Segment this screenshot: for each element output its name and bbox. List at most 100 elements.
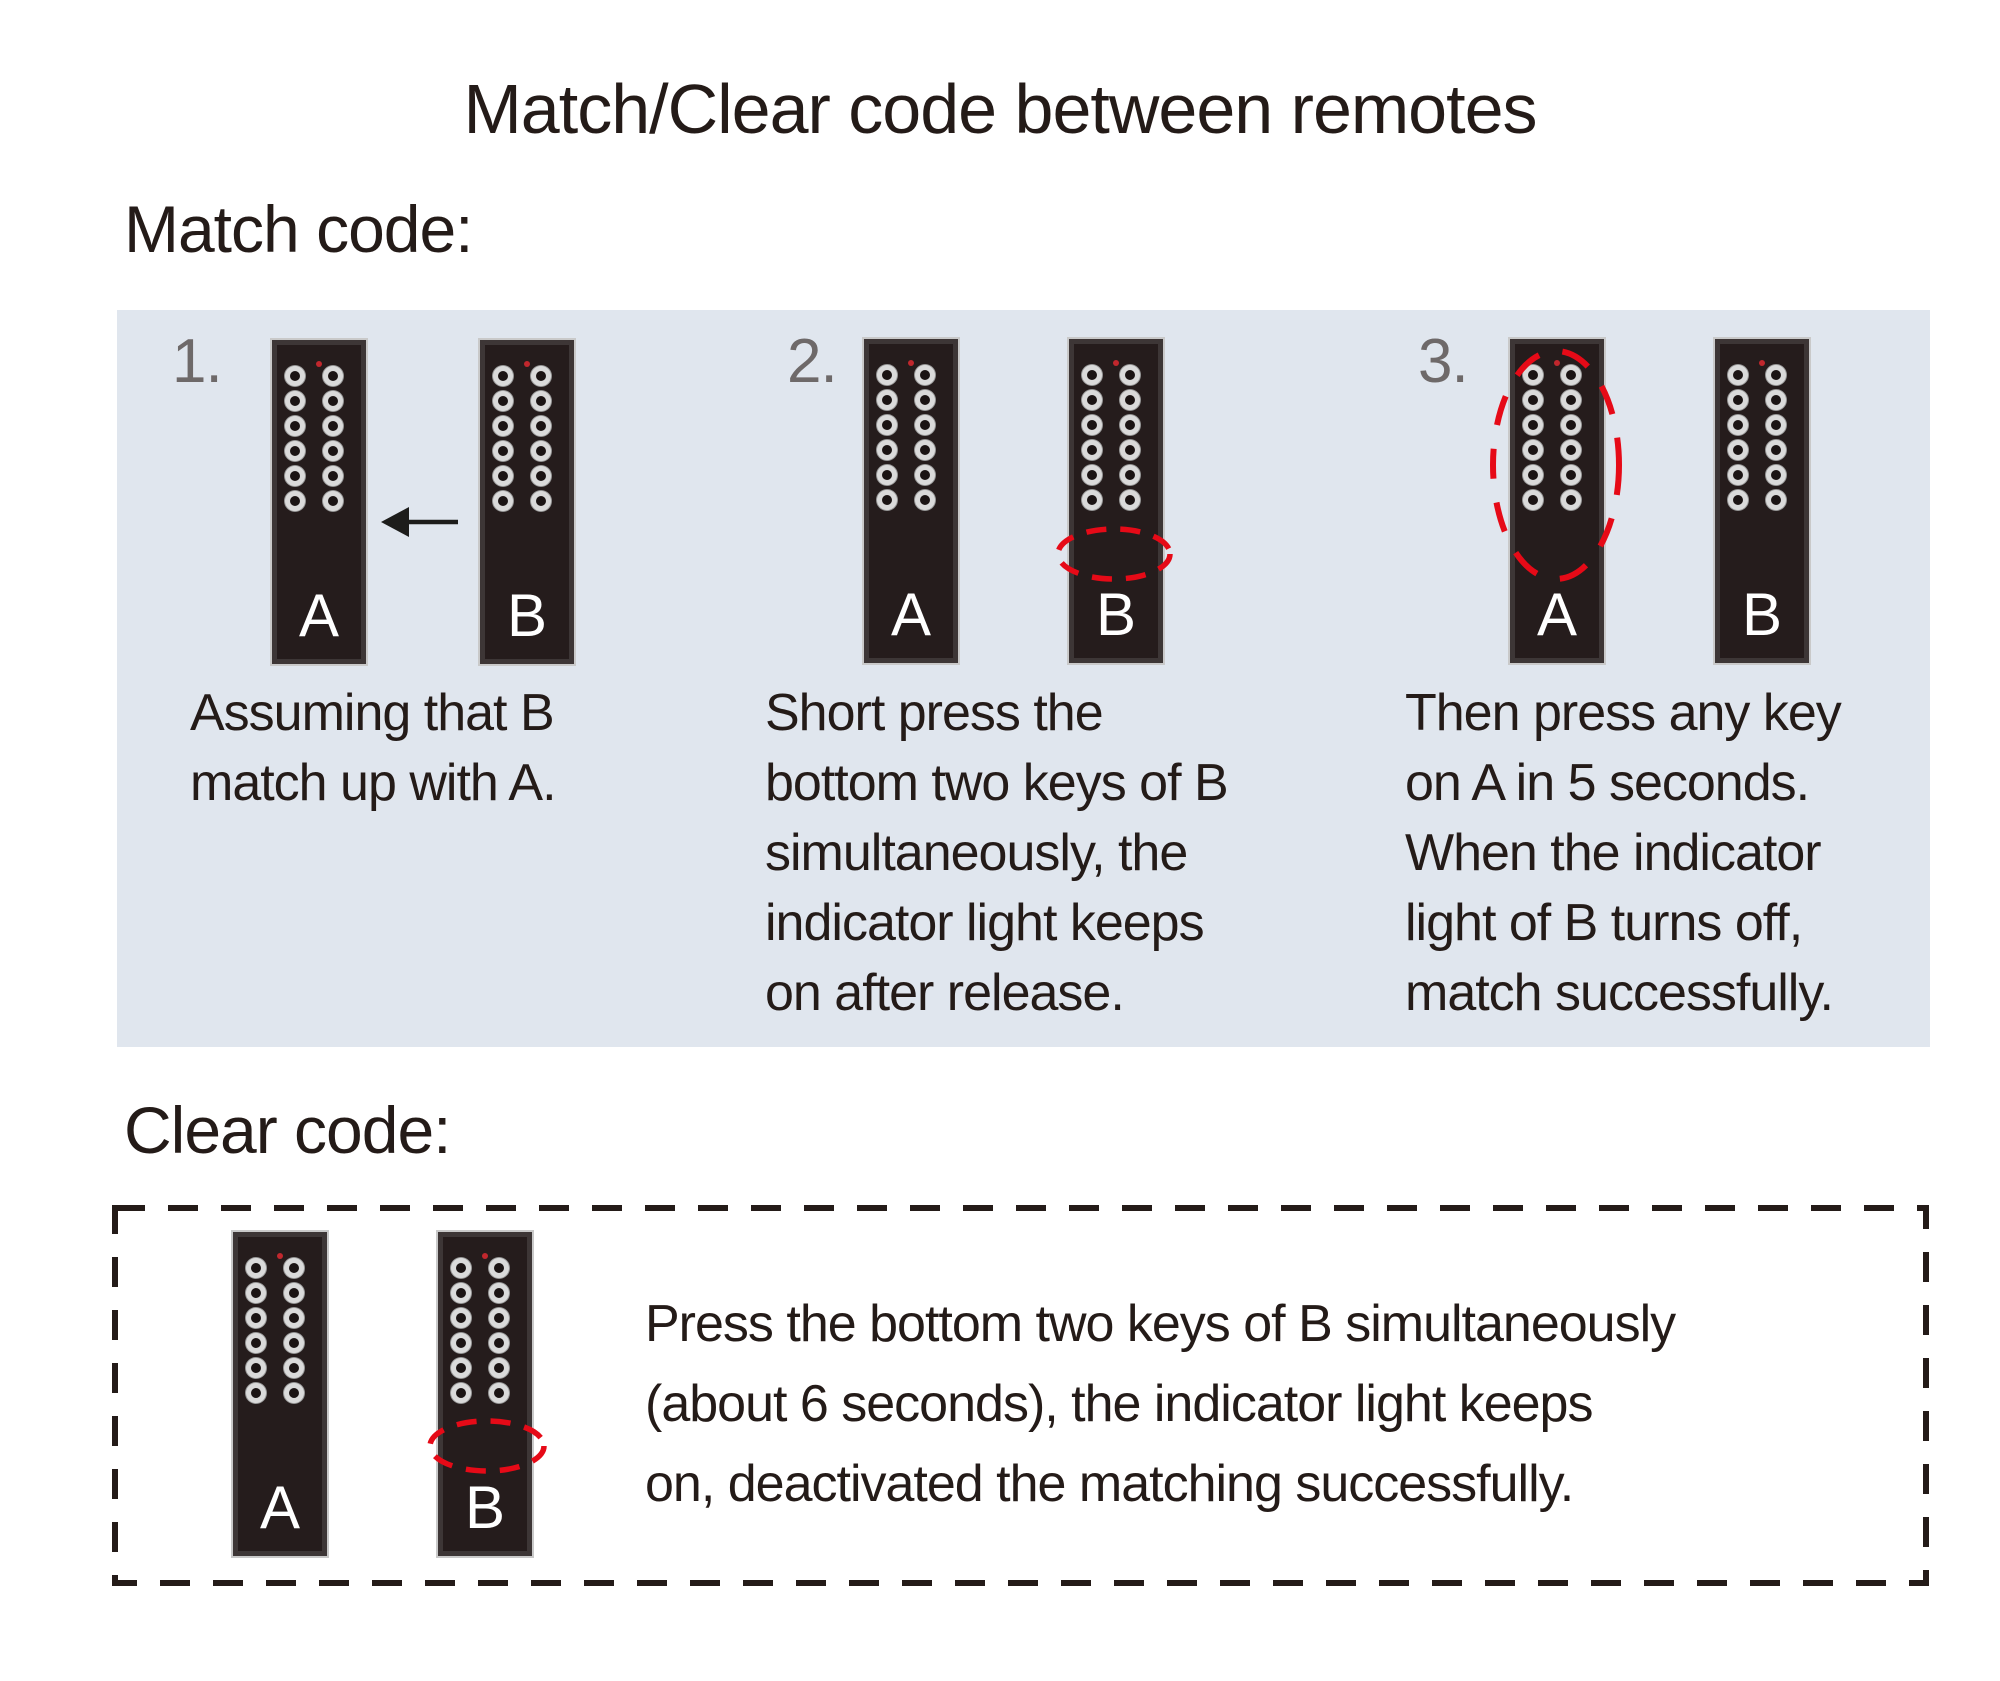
key-button <box>284 1333 304 1353</box>
key-button <box>493 466 513 486</box>
caption-line: (about 6 seconds), the indicator light k… <box>645 1375 1593 1433</box>
caption-line: on after release. <box>765 964 1125 1022</box>
caption-line: Press the bottom two keys of B simultane… <box>645 1295 1676 1353</box>
key-button <box>284 1258 304 1278</box>
key-button <box>531 416 551 436</box>
indicator-light-dot <box>524 361 530 367</box>
key-button <box>1766 390 1786 410</box>
step-1-caption: Assuming that B match up with A. <box>190 678 557 818</box>
key-button <box>915 440 935 460</box>
key-button <box>284 1358 304 1378</box>
key-button <box>323 366 343 386</box>
key-button <box>493 416 513 436</box>
remote-label: A <box>259 1474 301 1541</box>
key-button <box>1766 490 1786 510</box>
remote-label: B <box>1741 581 1783 648</box>
key-button <box>1120 415 1140 435</box>
key-button <box>451 1258 471 1278</box>
key-button <box>1766 440 1786 460</box>
step-2-number: 2. <box>787 327 838 396</box>
step-2-caption: Short press the bottom two keys of B sim… <box>765 678 1229 1028</box>
remote-b-step1: B <box>478 338 576 666</box>
indicator-light-dot <box>908 360 914 366</box>
key-button <box>1082 390 1102 410</box>
remote-label: B <box>506 582 548 649</box>
remote-a-clear: A <box>231 1230 329 1558</box>
caption-line: match successfully. <box>1405 964 1834 1022</box>
step-3-caption: Then press any key on A in 5 seconds. Wh… <box>1405 678 1842 1028</box>
key-button <box>1561 490 1581 510</box>
key-button <box>1766 365 1786 385</box>
key-button <box>915 415 935 435</box>
keypad <box>877 365 945 510</box>
key-button <box>877 490 897 510</box>
key-button <box>285 491 305 511</box>
remote-label: A <box>298 582 340 649</box>
key-button <box>1728 440 1748 460</box>
key-button <box>1523 365 1543 385</box>
remote-label: A <box>890 581 932 648</box>
key-button <box>1523 490 1543 510</box>
key-button <box>1082 365 1102 385</box>
key-button <box>246 1283 266 1303</box>
indicator-light-dot <box>1113 360 1119 366</box>
key-button <box>1120 490 1140 510</box>
key-button <box>246 1308 266 1328</box>
keypad <box>246 1258 314 1403</box>
key-button <box>246 1258 266 1278</box>
key-button <box>1561 465 1581 485</box>
key-button <box>285 416 305 436</box>
keypad <box>451 1258 519 1403</box>
keypad <box>493 366 561 511</box>
key-button <box>531 466 551 486</box>
step-3-number: 3. <box>1418 327 1469 396</box>
key-button <box>1120 440 1140 460</box>
key-button <box>1728 390 1748 410</box>
match-code-panel <box>117 310 1930 1047</box>
clear-code-caption: Press the bottom two keys of B simultane… <box>645 1284 1676 1524</box>
caption-line: Then press any key <box>1405 684 1842 742</box>
indicator-light-dot <box>1759 360 1765 366</box>
key-button <box>323 416 343 436</box>
key-button <box>531 366 551 386</box>
key-button <box>493 441 513 461</box>
key-button <box>1561 390 1581 410</box>
key-button <box>489 1283 509 1303</box>
remote-a-step2: A <box>862 337 960 665</box>
key-button <box>489 1258 509 1278</box>
keypad <box>1523 365 1591 510</box>
step-1-number: 1. <box>172 327 223 396</box>
key-button <box>323 391 343 411</box>
key-button <box>877 365 897 385</box>
key-button <box>451 1333 471 1353</box>
indicator-light-dot <box>316 361 322 367</box>
key-button <box>915 490 935 510</box>
key-button <box>246 1358 266 1378</box>
caption-line: indicator light keeps <box>765 894 1205 952</box>
key-button <box>285 391 305 411</box>
key-button <box>1082 415 1102 435</box>
key-button <box>323 491 343 511</box>
caption-line: match up with A. <box>190 754 557 812</box>
key-button <box>1728 465 1748 485</box>
caption-line: bottom two keys of B <box>765 754 1229 812</box>
key-button <box>285 466 305 486</box>
keypad <box>285 366 353 511</box>
caption-line: light of B turns off, <box>1405 894 1803 952</box>
remote-label: B <box>464 1474 506 1541</box>
caption-line: Assuming that B <box>190 684 555 742</box>
key-button <box>877 390 897 410</box>
key-button <box>1728 490 1748 510</box>
remote-a-step3: A <box>1508 337 1606 665</box>
key-button <box>531 441 551 461</box>
key-button <box>451 1283 471 1303</box>
key-button <box>1523 415 1543 435</box>
key-button <box>1082 490 1102 510</box>
key-button <box>323 441 343 461</box>
key-button <box>1120 365 1140 385</box>
keypad <box>1082 365 1150 510</box>
caption-line: on, deactivated the matching successfull… <box>645 1455 1574 1513</box>
key-button <box>1728 415 1748 435</box>
key-button <box>493 391 513 411</box>
